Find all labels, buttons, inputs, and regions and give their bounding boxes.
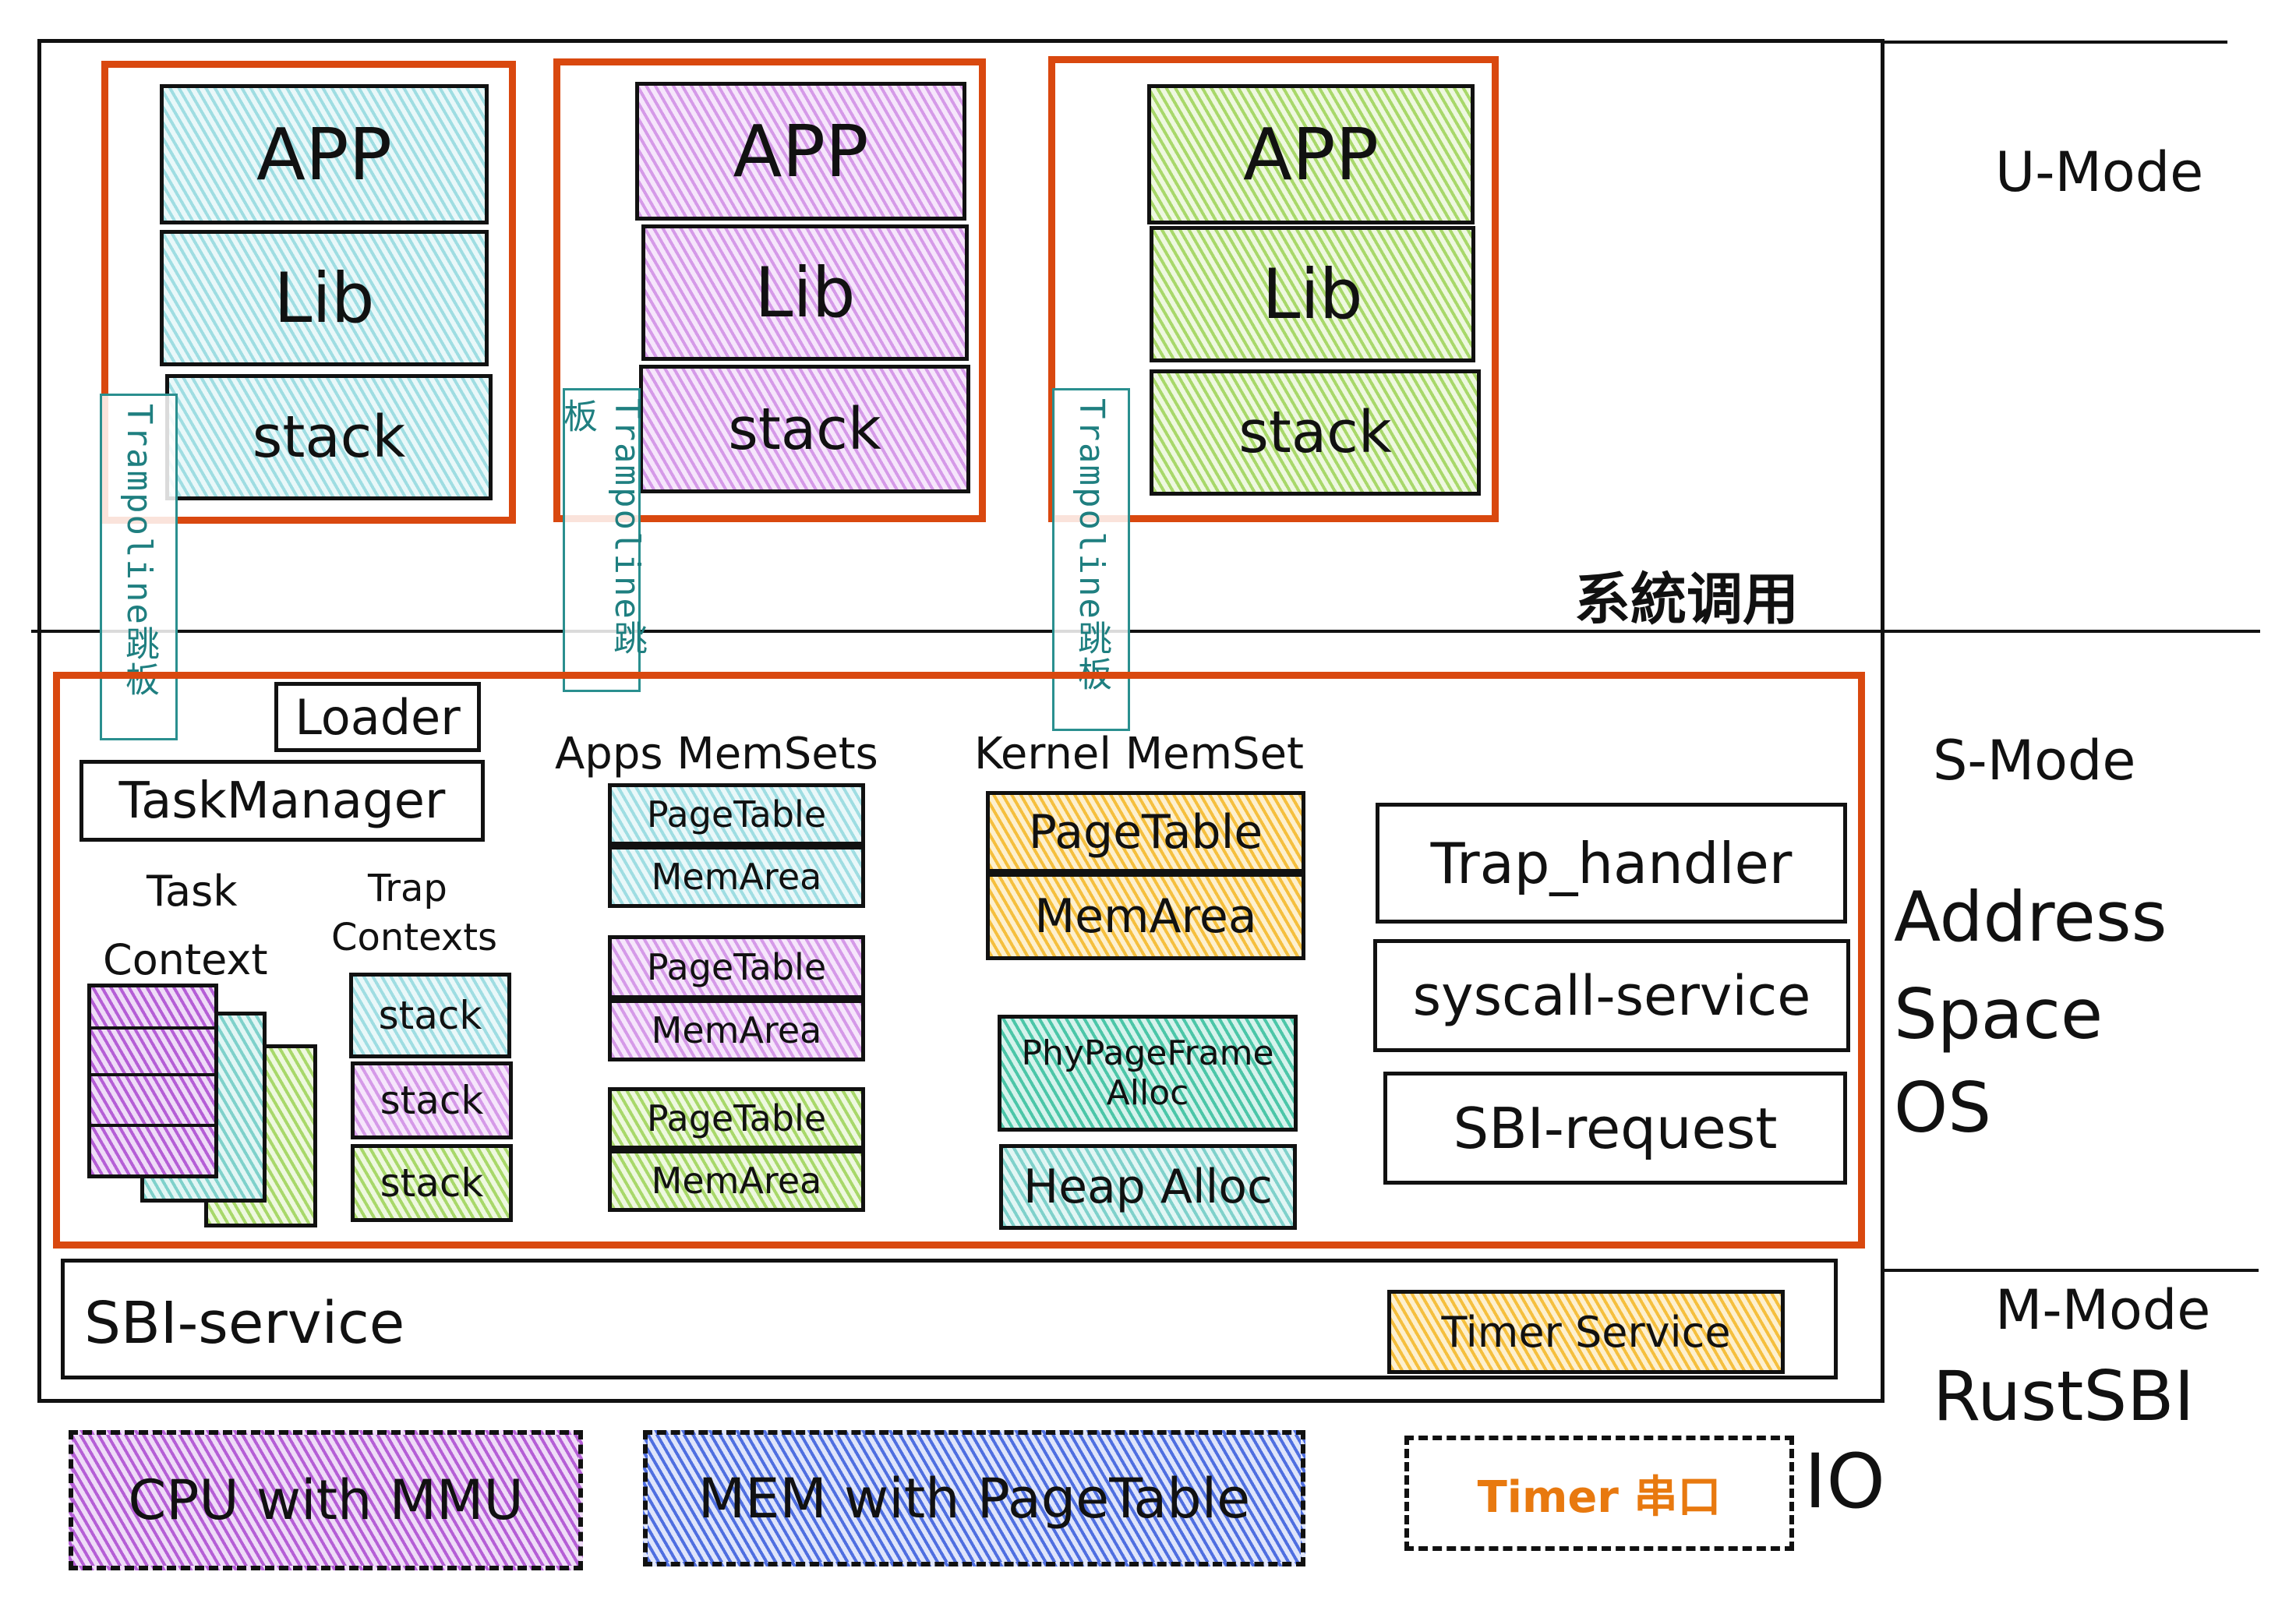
trap-handler-box: Trap_handler [1376,803,1847,924]
sbi-request-box: SBI-request [1383,1072,1847,1185]
memarea-label: MemArea [651,856,822,898]
trampoline-label: Trampoline跳板 [119,404,159,698]
syscall-service-label: syscall-service [1412,963,1811,1028]
task-context-title-2: Context [103,935,268,984]
mem-label: MEM with PageTable [698,1466,1251,1531]
timer-serial-box: Timer 串口 [1404,1436,1794,1551]
lib-label: Lib [754,253,856,333]
os-label-space: Space [1894,974,2103,1054]
trampoline-label: Trampoline跳板 [1072,398,1111,692]
m-mode-label: M-Mode [1995,1278,2211,1342]
apps-pagetable-1: PageTable [608,783,865,846]
stack-block-2: stack [639,365,970,493]
task-context-title-1: Task [147,867,238,916]
lib-label: Lib [1262,254,1363,334]
sbi-request-label: SBI-request [1453,1095,1778,1161]
cpu-with-mmu: CPU with MMU [69,1430,583,1570]
syscall-label: 系統调用 [1574,567,1800,632]
timer-serial-label: Timer 串口 [1477,1471,1722,1523]
s-m-divider [1884,1269,2259,1272]
heap-alloc: Heap Alloc [999,1144,1297,1230]
mem-with-pagetable: MEM with PageTable [643,1430,1305,1566]
apps-memarea-2: MemArea [608,999,865,1061]
phy-page-frame-label: PhyPageFrame [1021,1033,1274,1073]
kernel-memarea: MemArea [986,873,1305,960]
kernel-memset-title: Kernel MemSet [974,729,1305,779]
rustsbi-label: RustSBI [1933,1356,2195,1436]
pagetable-label: PageTable [646,946,827,988]
phy-page-frame-alloc-label: Alloc [1106,1073,1189,1113]
app-label: APP [733,109,869,193]
app-label: APP [256,112,392,196]
stack-block-3: stack [1150,369,1481,496]
u-mode-label: U-Mode [1995,140,2204,204]
app-frame-2 [553,58,986,522]
lib-block-1: Lib [160,230,489,366]
pagetable-label: PageTable [646,793,827,835]
io-label: IO [1804,1438,1885,1525]
apps-memarea-3: MemArea [608,1150,865,1212]
syscall-service-box: syscall-service [1373,939,1850,1052]
trap-contexts-title-2: Contexts [331,916,498,959]
s-mode-label: S-Mode [1933,729,2136,793]
system-frame [37,39,1884,1403]
os-frame [53,672,1865,1249]
pagetable-label: PageTable [1028,804,1263,860]
trap-stack-1: stack [349,973,511,1058]
apps-pagetable-3: PageTable [608,1087,865,1150]
stack-label: stack [380,1078,484,1123]
app-block-1: APP [160,84,489,224]
lib-block-2: Lib [641,224,969,361]
loader-box: Loader [274,682,481,752]
trap-stack-3: stack [351,1144,513,1222]
stack-label: stack [728,395,881,463]
lib-label: Lib [274,258,375,338]
trampoline-2: Trampoline跳板 [557,388,647,692]
trap-contexts-title-1: Trap [368,867,447,910]
memarea-label: MemArea [651,1009,822,1051]
app-frame-3 [1048,56,1499,522]
timer-service-label: Timer Service [1441,1307,1731,1357]
stack-label: stack [380,1160,484,1206]
app-label: APP [1243,112,1379,196]
task-manager-label: TaskManager [118,772,446,830]
task-manager-box: TaskManager [79,760,485,842]
trap-handler-label: Trap_handler [1430,830,1793,896]
app-block-2: APP [635,82,966,221]
task-context-page-1 [87,984,218,1178]
u-s-divider [31,630,2260,633]
top-line [1884,41,2227,44]
app-frame-1 [101,61,516,524]
heap-alloc-label: Heap Alloc [1023,1160,1273,1214]
pagetable-label: PageTable [646,1097,827,1139]
memarea-label: MemArea [651,1160,822,1202]
apps-memarea-1: MemArea [608,846,865,908]
stack-block-1: stack [165,374,493,500]
timer-service-box: Timer Service [1387,1290,1785,1374]
trampoline-label: Trampoline跳板 [557,398,647,656]
cpu-label: CPU with MMU [128,1468,524,1532]
trap-stack-2: stack [351,1061,513,1139]
sbi-service-box [61,1259,1838,1379]
app-block-3: APP [1147,84,1475,224]
trampoline-1: Trampoline跳板 [100,394,178,740]
kernel-pagetable: PageTable [986,791,1305,873]
apps-memsets-title: Apps MemSets [555,729,878,779]
apps-pagetable-2: PageTable [608,935,865,999]
stack-label: stack [1238,399,1392,466]
os-label-address: Address [1894,877,2167,957]
memarea-label: MemArea [1034,889,1257,944]
sbi-service-label: SBI-service [84,1290,405,1357]
lib-block-3: Lib [1150,226,1475,362]
stack-label: stack [252,404,406,471]
os-label-os: OS [1894,1068,1992,1148]
phy-page-frame-alloc: PhyPageFrame Alloc [998,1015,1298,1132]
loader-label: Loader [295,688,461,746]
stack-label: stack [378,993,482,1038]
